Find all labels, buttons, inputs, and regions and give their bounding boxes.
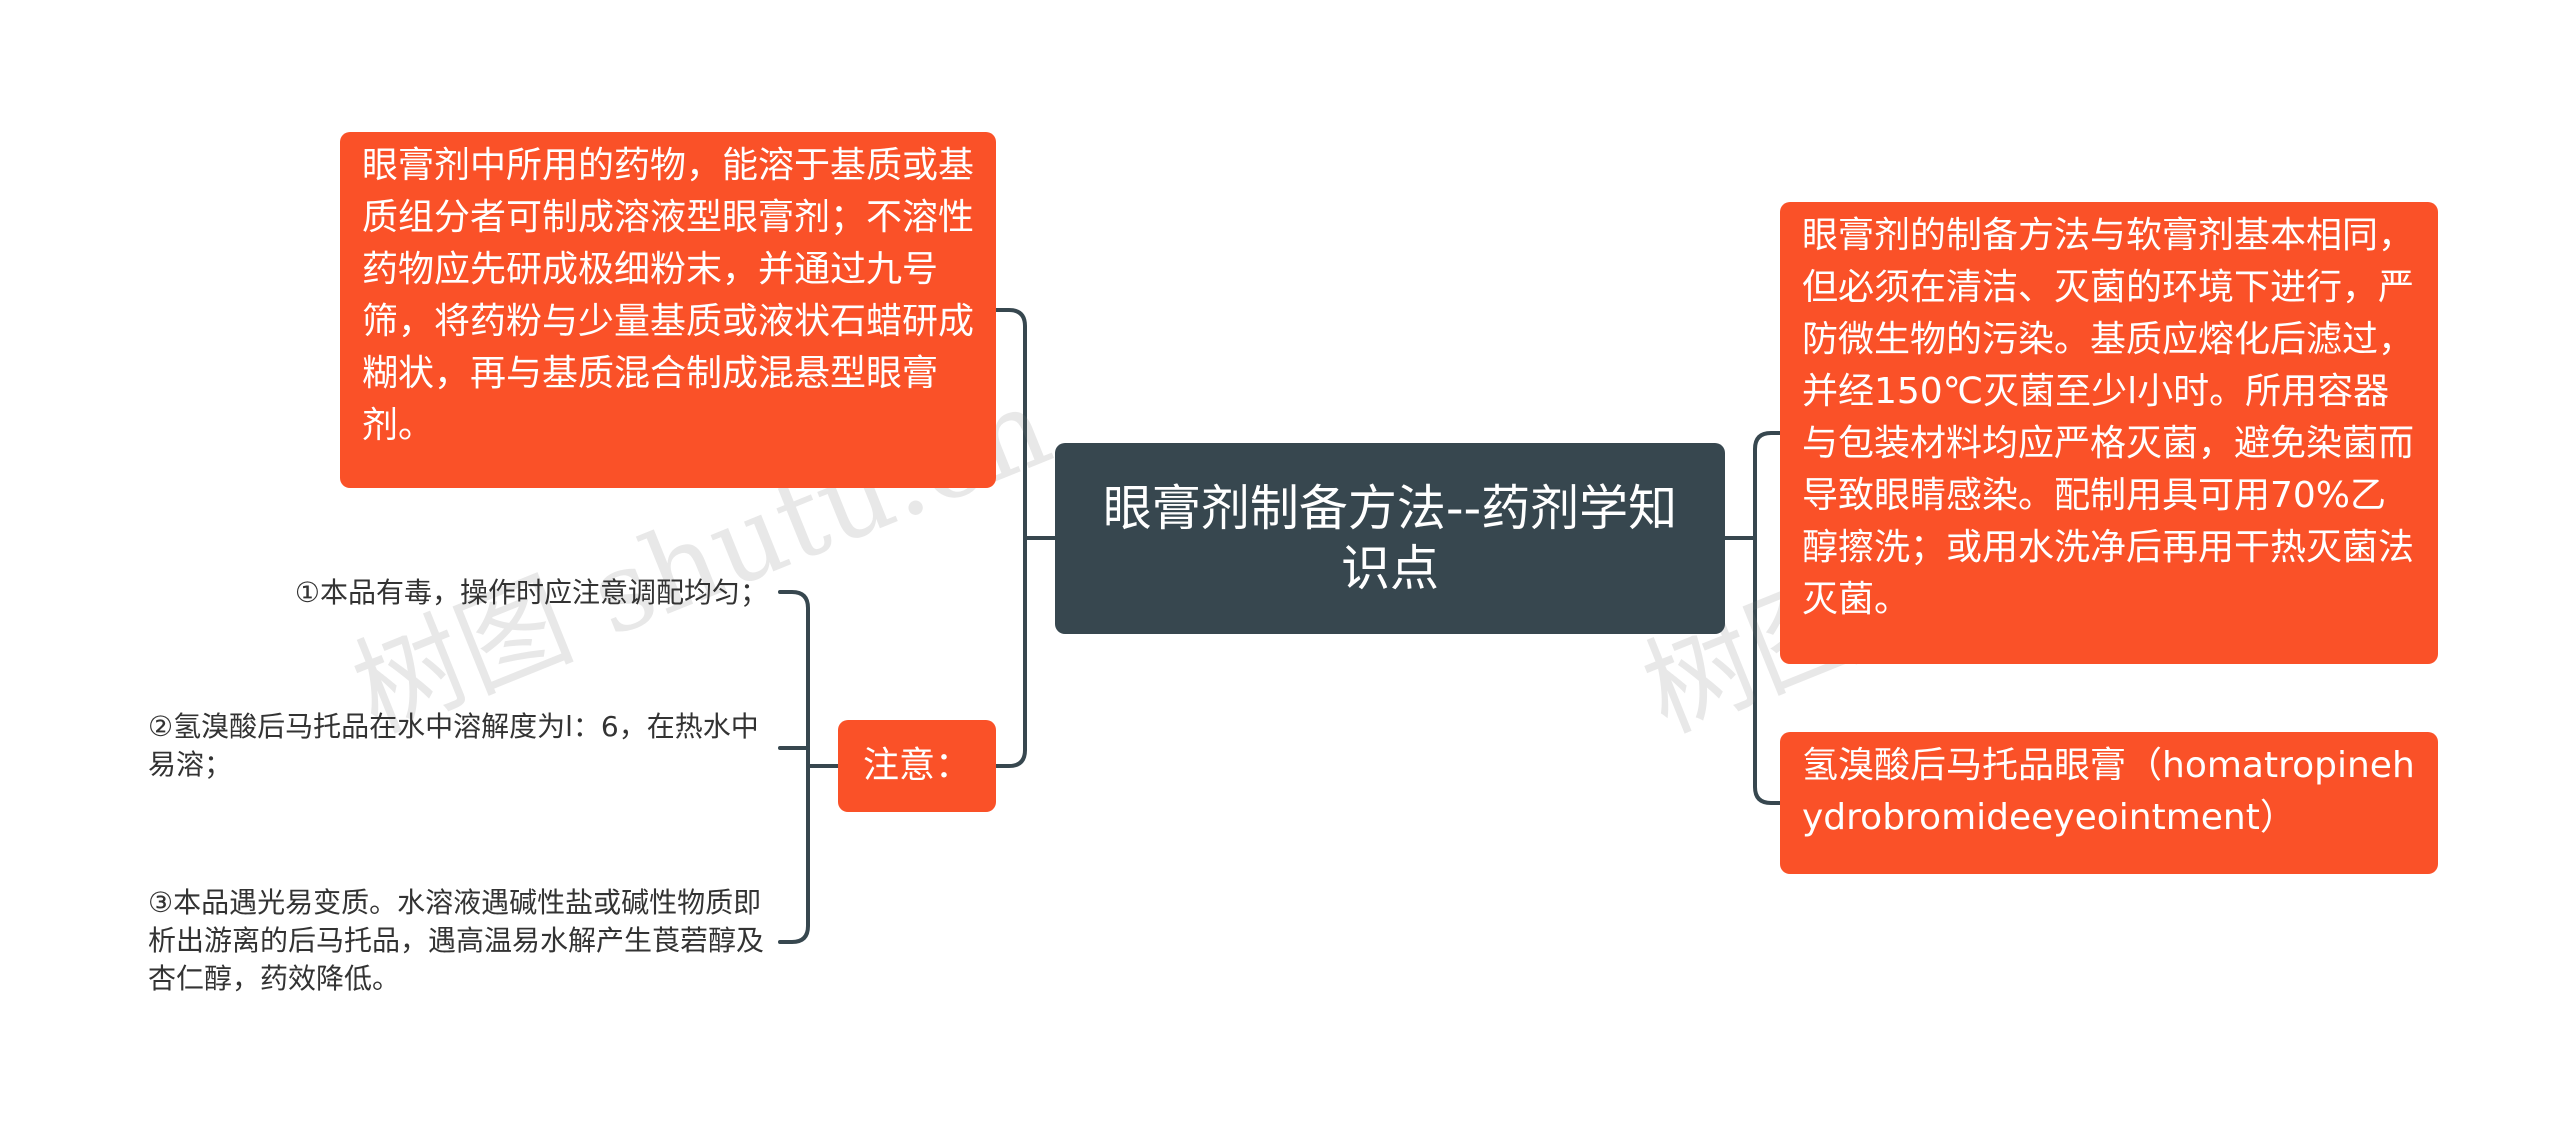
note-item-2[interactable]: ②氢溴酸后马托品在水中溶解度为l：6，在热水中易溶； bbox=[148, 710, 759, 781]
note-item-3[interactable]: ③本品遇光易变质。水溶液遇碱性盐或碱性物质即析出游离的后马托品，遇高温易水解产生… bbox=[148, 886, 765, 995]
note-label: 注意： bbox=[862, 745, 971, 786]
root-topic[interactable]: 眼膏剂制备方法--药剂学知识点 bbox=[1055, 443, 1725, 634]
topic-text: 氢溴酸后马托品眼膏（homatropinehydrobromideeyeoint… bbox=[1802, 745, 2415, 838]
note-item-1[interactable]: ①本品有毒，操作时应注意调配均匀； bbox=[294, 576, 768, 609]
connector-left-branch bbox=[994, 308, 1027, 768]
root-title: 眼膏剂制备方法--药剂学知识点 bbox=[1102, 479, 1678, 597]
connector-right-branch bbox=[1753, 431, 1782, 805]
topic-note[interactable]: 注意： bbox=[838, 720, 996, 812]
topic-left-solution-types[interactable]: 眼膏剂中所用的药物，能溶于基质或基质组分者可制成溶液型眼膏剂；不溶性药物应先研成… bbox=[340, 132, 996, 488]
topic-text: 眼膏剂的制备方法与软膏剂基本相同，但必须在清洁、灭菌的环境下进行，严防微生物的污… bbox=[1802, 215, 2415, 620]
topic-right-preparation[interactable]: 眼膏剂的制备方法与软膏剂基本相同，但必须在清洁、灭菌的环境下进行，严防微生物的污… bbox=[1780, 202, 2438, 664]
topic-right-product-name[interactable]: 氢溴酸后马托品眼膏（homatropinehydrobromideeyeoint… bbox=[1780, 732, 2438, 874]
topic-text: 眼膏剂中所用的药物，能溶于基质或基质组分者可制成溶液型眼膏剂；不溶性药物应先研成… bbox=[362, 145, 975, 446]
connector-leaf-branch bbox=[778, 590, 810, 944]
